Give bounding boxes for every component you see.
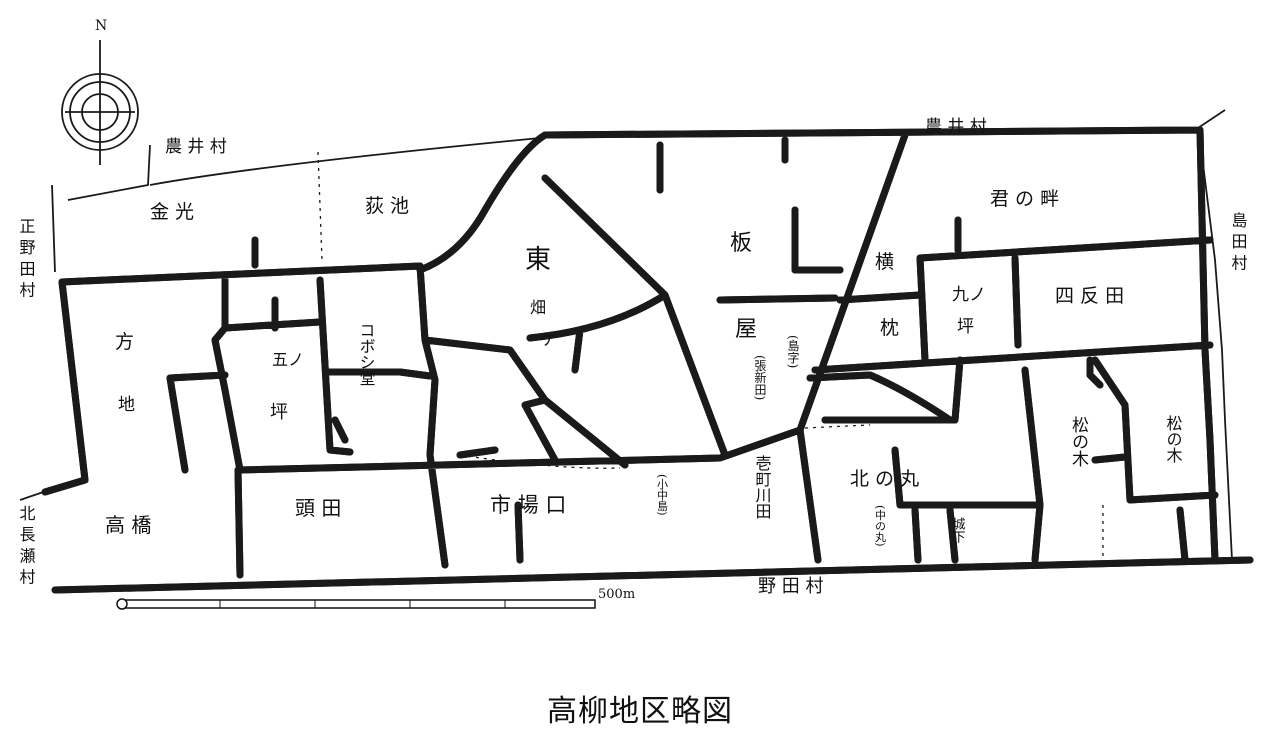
area-higashi: 東 — [525, 245, 551, 275]
area-yoko: 横 — [875, 251, 894, 273]
area-gonotsubo-top: 五ノ — [272, 350, 304, 369]
area-kata: 方 — [115, 331, 134, 353]
area-zuden: 頭 田 — [295, 496, 341, 520]
scale-bar — [116, 598, 596, 610]
area-shitanda: 四 反 田 — [1055, 285, 1124, 307]
area-oike: 荻 池 — [365, 195, 409, 217]
neighbor-north: 農 井 村 — [165, 137, 227, 157]
area-matsunoki-b: 松の木 — [1164, 415, 1183, 463]
area-koboshi: コボシ堂 — [357, 322, 376, 386]
area-shichodo: (張新田) — [753, 355, 767, 400]
area-takahashi: 高 橋 — [105, 513, 151, 537]
area-ita: 板 — [730, 231, 752, 256]
neighbor-south: 野 田 村 — [758, 576, 823, 597]
area-kimi: 君 の 畔 — [990, 188, 1059, 210]
area-nakanomaru: (中の丸) — [874, 505, 887, 547]
area-matsunoki-a: 松の木 — [1068, 416, 1089, 467]
area-kojima: (小中島) — [656, 474, 669, 516]
neighbor-north-east: 農 井 村 — [925, 117, 987, 137]
neighbor-east: 島 田 村 — [1229, 212, 1248, 270]
area-tsubo: 坪 — [957, 317, 974, 337]
area-ke: ケ — [540, 330, 556, 349]
area-kyuno: 九ノ — [952, 285, 986, 305]
area-kinko: 金 光 — [150, 201, 194, 223]
area-ichiba: 市 場 口 — [490, 493, 566, 517]
north-label: N — [95, 18, 107, 34]
neighbor-south-west: 北 長 瀬 村 — [17, 505, 36, 584]
area-shiroshita: 城下 — [950, 517, 966, 543]
area-makura: 枕 — [880, 317, 899, 339]
road-network — [41, 126, 1254, 594]
outer-boundary — [19, 109, 1233, 561]
area-ya: 屋 — [735, 317, 757, 342]
area-chi: 地 — [118, 395, 135, 415]
area-shiromasa: (島字) — [786, 335, 800, 368]
area-ichikawa: 壱町川田 — [753, 455, 772, 519]
area-hatake: 畑 — [530, 298, 546, 317]
neighbor-west: 正 野 田 村 — [17, 218, 36, 297]
map-caption: 高柳地区略図 — [547, 694, 733, 729]
area-gonotsubo-bottom: 坪 — [270, 402, 288, 423]
scale-label: 500m — [598, 587, 635, 602]
area-kitanomaru: 北 の 丸 — [850, 468, 919, 490]
compass-icon — [61, 40, 139, 165]
